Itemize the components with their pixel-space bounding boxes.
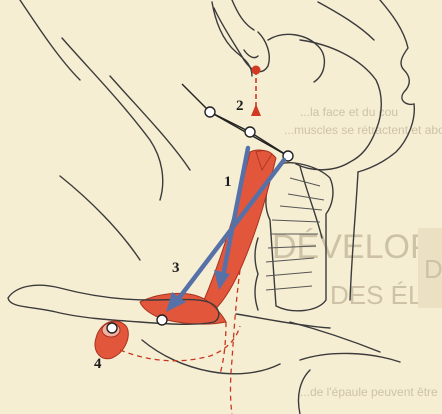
node-circle [205, 107, 215, 117]
node-circle [107, 323, 117, 333]
label-4: 4 [94, 356, 102, 372]
red-arrow-head-icon [251, 104, 261, 116]
bg-text-line-b: ...muscles se rétractent et abouties [284, 123, 442, 137]
node-circle [157, 315, 167, 325]
bg-text-line-a: ...la face et du cou [300, 105, 398, 119]
bg-footer: ...de l'épaule peuvent être ... [300, 385, 442, 399]
background-text: ...la face et du cou ...muscles se rétra… [272, 105, 442, 399]
bg-tab-letter: D [424, 254, 442, 284]
label-1: 1 [224, 174, 232, 190]
node-circle [245, 127, 255, 137]
red-origin-dot [252, 66, 261, 75]
label-2: 2 [236, 98, 244, 114]
label-3: 3 [172, 260, 180, 276]
